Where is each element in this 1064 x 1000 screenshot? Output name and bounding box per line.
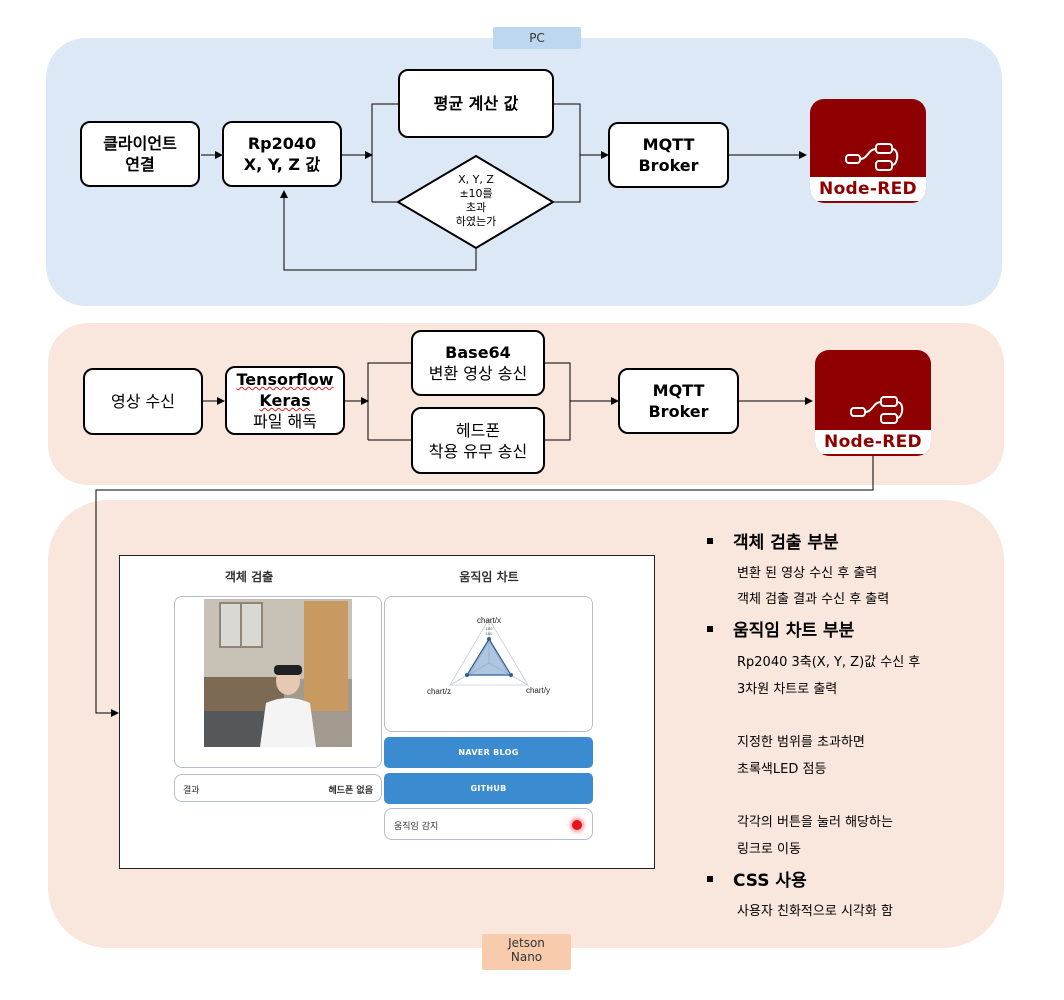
result-value: 헤드폰 없음 (328, 786, 373, 796)
video-receive-box: 영상 수신 (83, 368, 203, 435)
bullet-line: 사용자 친화적으로 시각화 함 (737, 904, 893, 919)
headphone-send-box: 헤드폰 착용 유무 송신 (411, 407, 545, 474)
camera-frame-image (204, 599, 352, 747)
bullet-object-detect: 객체 검출 부분 (707, 528, 839, 553)
bullet-css: CSS 사용 (707, 866, 807, 891)
camera-card (174, 596, 382, 768)
dashboard-screenshot: 객체 검출 움직임 차트 결과 헤드폰 없음 (119, 555, 655, 869)
node-red-logo-2: Node-RED (815, 350, 931, 456)
object-detect-title: 객체 검출 (224, 570, 274, 584)
bullet-line: 객체 검출 결과 수신 후 출력 (737, 592, 890, 607)
bullet-line: 변환 된 영상 수신 후 출력 (737, 566, 878, 581)
motion-chart-title: 움직임 차트 (459, 570, 519, 584)
radar-point-z (465, 673, 469, 677)
bullet-motion-chart: 움직임 차트 부분 (707, 616, 854, 641)
radar-tick-1: 100 (486, 626, 493, 631)
pc-mqtt-broker-box: MQTT Broker (608, 122, 729, 188)
node-red-flow-icon (850, 396, 904, 424)
radar-label-y: chart/y (526, 686, 550, 695)
bullet-line: 3차원 차트로 출력 (737, 682, 838, 697)
bullet-line: 초록색LED 점등 (737, 762, 827, 777)
github-button[interactable]: GITHUB (384, 773, 593, 804)
motion-detect-label: 움직임 감지 (394, 822, 439, 832)
client-connect-box: 클라이언트 연결 (80, 121, 200, 187)
bullet-square-icon (707, 876, 713, 882)
jetson-nano-tag: Jetson Nano (482, 934, 571, 970)
bullet-line: 지정한 범위를 초과하면 (737, 735, 865, 750)
radar-label-x: chart/x (477, 616, 501, 625)
rp2040-xyz-box: Rp2040 X, Y, Z 값 (222, 121, 342, 187)
radar-chart-card: chart/x 100 100 chart/y chart/z (384, 596, 593, 732)
tensorflow-keras-box: Tensorflow Keras 파일 해독 (225, 366, 345, 435)
radar-point-y (509, 673, 513, 677)
radar-point-x (487, 637, 491, 641)
bullet-line: 링크로 이동 (737, 842, 801, 857)
result-label: 결과 (183, 786, 200, 796)
bullet-line: Rp2040 3축(X, Y, Z)값 수신 후 (737, 655, 921, 670)
threshold-decision: X, Y, Z ±10를 초과 하였는가 (455, 173, 497, 228)
average-calc-box: 평균 계산 값 (398, 69, 554, 138)
result-card: 결과 헤드폰 없음 (174, 774, 382, 802)
radar-tick-2: 100 (486, 631, 493, 636)
node-red-flow-icon (845, 143, 899, 171)
pc-tag: PC (493, 27, 581, 49)
bullet-square-icon (707, 538, 713, 544)
jetson-mqtt-broker-box: MQTT Broker (618, 368, 739, 434)
motion-led-indicator (572, 820, 582, 830)
motion-detect-card: 움직임 감지 (384, 808, 593, 840)
bullet-square-icon (707, 626, 713, 632)
bullet-line: 각각의 버튼을 눌러 해당하는 (737, 815, 893, 830)
naver-blog-button[interactable]: NAVER BLOG (384, 737, 593, 768)
radar-label-z: chart/z (427, 687, 451, 696)
base64-send-box: Base64 변환 영상 송신 (411, 330, 545, 396)
radar-chart: chart/x 100 100 chart/y chart/z (427, 616, 550, 696)
node-red-logo: Node-RED (810, 99, 926, 203)
